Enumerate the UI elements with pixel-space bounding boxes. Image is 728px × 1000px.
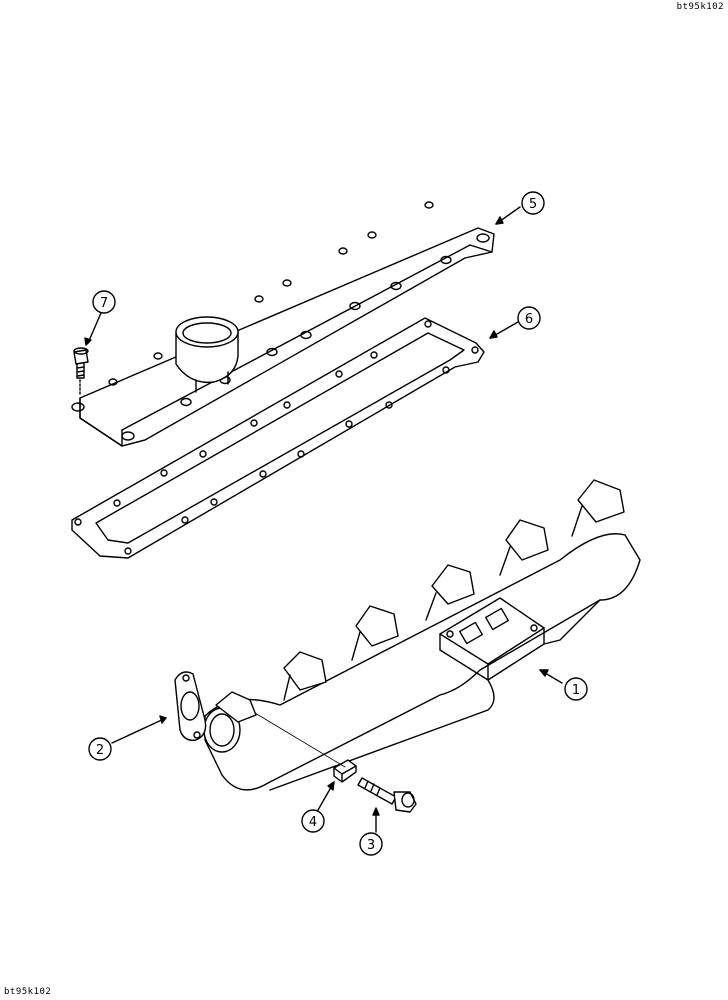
cover-outlet-neck	[175, 316, 239, 393]
cover-bolt	[73, 347, 89, 395]
exhaust-manifold	[203, 479, 641, 791]
callout-number-3: 3	[367, 838, 375, 853]
callout-4: 4	[301, 781, 335, 833]
callout-number-5: 5	[529, 197, 537, 212]
callout-number-1: 1	[572, 683, 580, 698]
manifold-cover	[71, 201, 495, 447]
callout-number-7: 7	[100, 296, 108, 311]
figure-code-top: bt95k102	[676, 2, 724, 12]
manifold-bolt	[357, 777, 417, 813]
callout-7: 7	[84, 290, 116, 346]
turbo-outlet-flange	[439, 597, 545, 681]
callout-number-2: 2	[96, 743, 104, 758]
lock-plate	[333, 759, 357, 783]
gasket-bolt-holes	[74, 320, 479, 555]
callout-6: 6	[489, 306, 541, 339]
callout-number-4: 4	[309, 815, 317, 830]
callout-1: 1	[539, 669, 588, 701]
manifold-gasket	[174, 671, 207, 741]
callout-3: 3	[359, 807, 383, 856]
cover-gasket	[71, 317, 485, 559]
callout-2: 2	[88, 715, 167, 761]
callout-number-6: 6	[525, 312, 533, 327]
figure-code-bottom: bt95k102	[4, 987, 52, 997]
manifold-ports	[215, 479, 625, 723]
callout-5: 5	[495, 191, 545, 225]
